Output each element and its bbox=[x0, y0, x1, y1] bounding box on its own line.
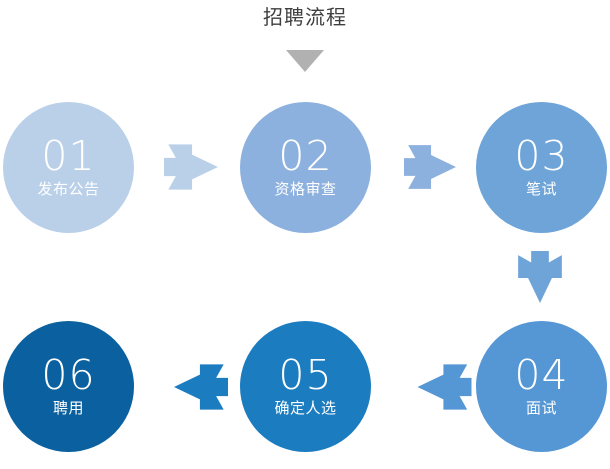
step-label-01: 发布公告 bbox=[37, 181, 100, 198]
arrow-left-shape bbox=[174, 364, 228, 410]
arrow-right-shape bbox=[164, 144, 218, 190]
arrow-left-icon-04-to-05 bbox=[417, 360, 472, 414]
step-number-02: 02 bbox=[278, 132, 333, 180]
arrow-right-icon-02-to-03 bbox=[404, 140, 456, 194]
step-number-03: 03 bbox=[514, 132, 569, 180]
step-node-05[interactable]: 05 确定人选 bbox=[240, 321, 371, 452]
step-number-06: 06 bbox=[41, 351, 96, 399]
step-node-01[interactable]: 01 发布公告 bbox=[3, 102, 134, 233]
step-label-03: 笔试 bbox=[525, 181, 557, 198]
arrow-left-shape bbox=[417, 364, 472, 410]
step-label-05: 确定人选 bbox=[274, 400, 337, 417]
arrow-right-shape bbox=[404, 145, 456, 189]
step-number-04: 04 bbox=[514, 351, 569, 399]
arrow-left-icon-05-to-06 bbox=[172, 360, 230, 414]
triangle-down-icon bbox=[286, 50, 324, 72]
diagram-title: 招聘流程 bbox=[263, 7, 347, 29]
step-label-02: 资格审查 bbox=[274, 181, 337, 198]
arrow-down-shape bbox=[518, 251, 562, 303]
step-node-06[interactable]: 06 聘用 bbox=[3, 321, 134, 452]
step-number-05: 05 bbox=[278, 351, 333, 399]
step-node-04[interactable]: 04 面试 bbox=[476, 321, 607, 452]
step-label-04: 面试 bbox=[525, 400, 557, 417]
arrow-right-icon-01-to-02 bbox=[163, 140, 219, 194]
step-label-06: 聘用 bbox=[52, 400, 84, 417]
step-node-03[interactable]: 03 笔试 bbox=[476, 102, 607, 233]
arrow-down-icon-03-to-04 bbox=[513, 251, 567, 303]
diagram-title-block: 招聘流程 bbox=[0, 4, 610, 32]
step-node-02[interactable]: 02 资格审查 bbox=[240, 102, 371, 233]
step-number-01: 01 bbox=[41, 132, 96, 180]
